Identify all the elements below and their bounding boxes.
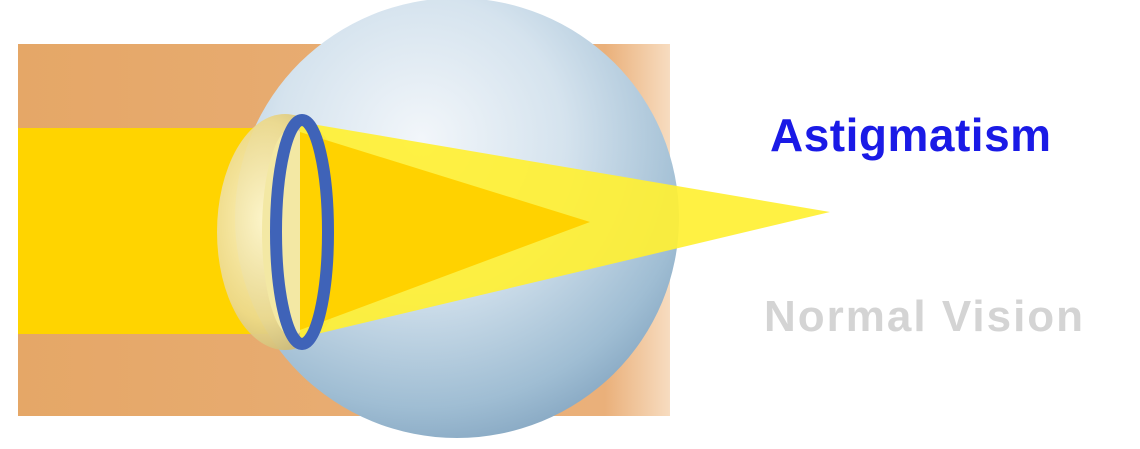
normal-vision-label: Normal Vision (764, 292, 1085, 342)
astigmatism-label: Astigmatism (770, 108, 1052, 162)
